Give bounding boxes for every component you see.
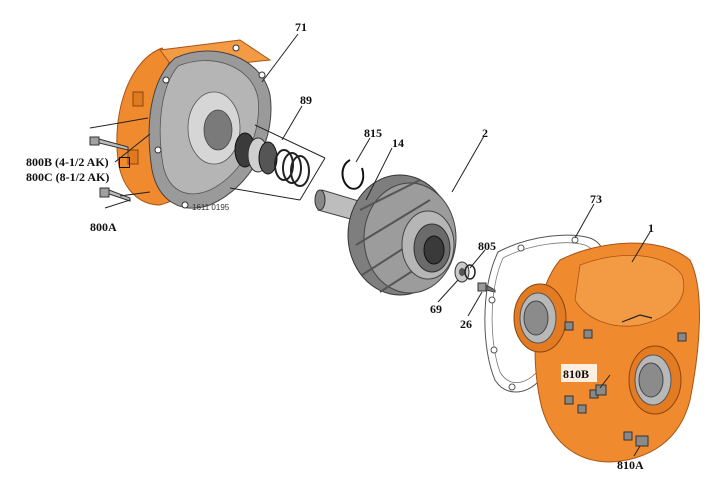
label-815: 815 [364,126,382,140]
label-89: 89 [300,93,312,107]
label-backing-810b [561,364,597,382]
part-810b-plug [595,384,607,396]
part-1-pump-casing [513,242,700,463]
leader-lines [89,33,651,457]
part-2-impeller [347,174,457,296]
label-1: 1 [648,221,654,235]
label-805: 805 [478,239,496,253]
label-69: 69 [430,302,442,316]
label-810a: 810A [617,458,644,472]
label-2: 2 [482,126,488,140]
part-71-motor-adapter [116,39,272,209]
part-815-retaining-ring [341,159,365,190]
label-71: 71 [295,20,307,34]
square-symbol-icon [119,157,130,168]
part-26-impeller-screw [477,282,496,293]
label-800b: 800B (4-1/2 AK) [26,155,109,169]
part-800b-bolt [89,136,129,151]
drawing-number: 1611 0195 [192,203,230,212]
label-73: 73 [590,192,602,206]
label-14: 14 [392,136,404,150]
label-810b: 810B [563,367,590,381]
label-800a: 800A [90,220,117,234]
label-26: 26 [460,317,472,331]
part-800a-bolt [99,187,131,202]
label-800c: 800C (8-1/2 AK) [26,170,110,184]
part-69-impeller-washer [454,261,470,283]
part-89-mechanical-seal [229,124,326,201]
part-810a-drain-plug [635,435,649,447]
part-805-o-ring [464,264,476,280]
